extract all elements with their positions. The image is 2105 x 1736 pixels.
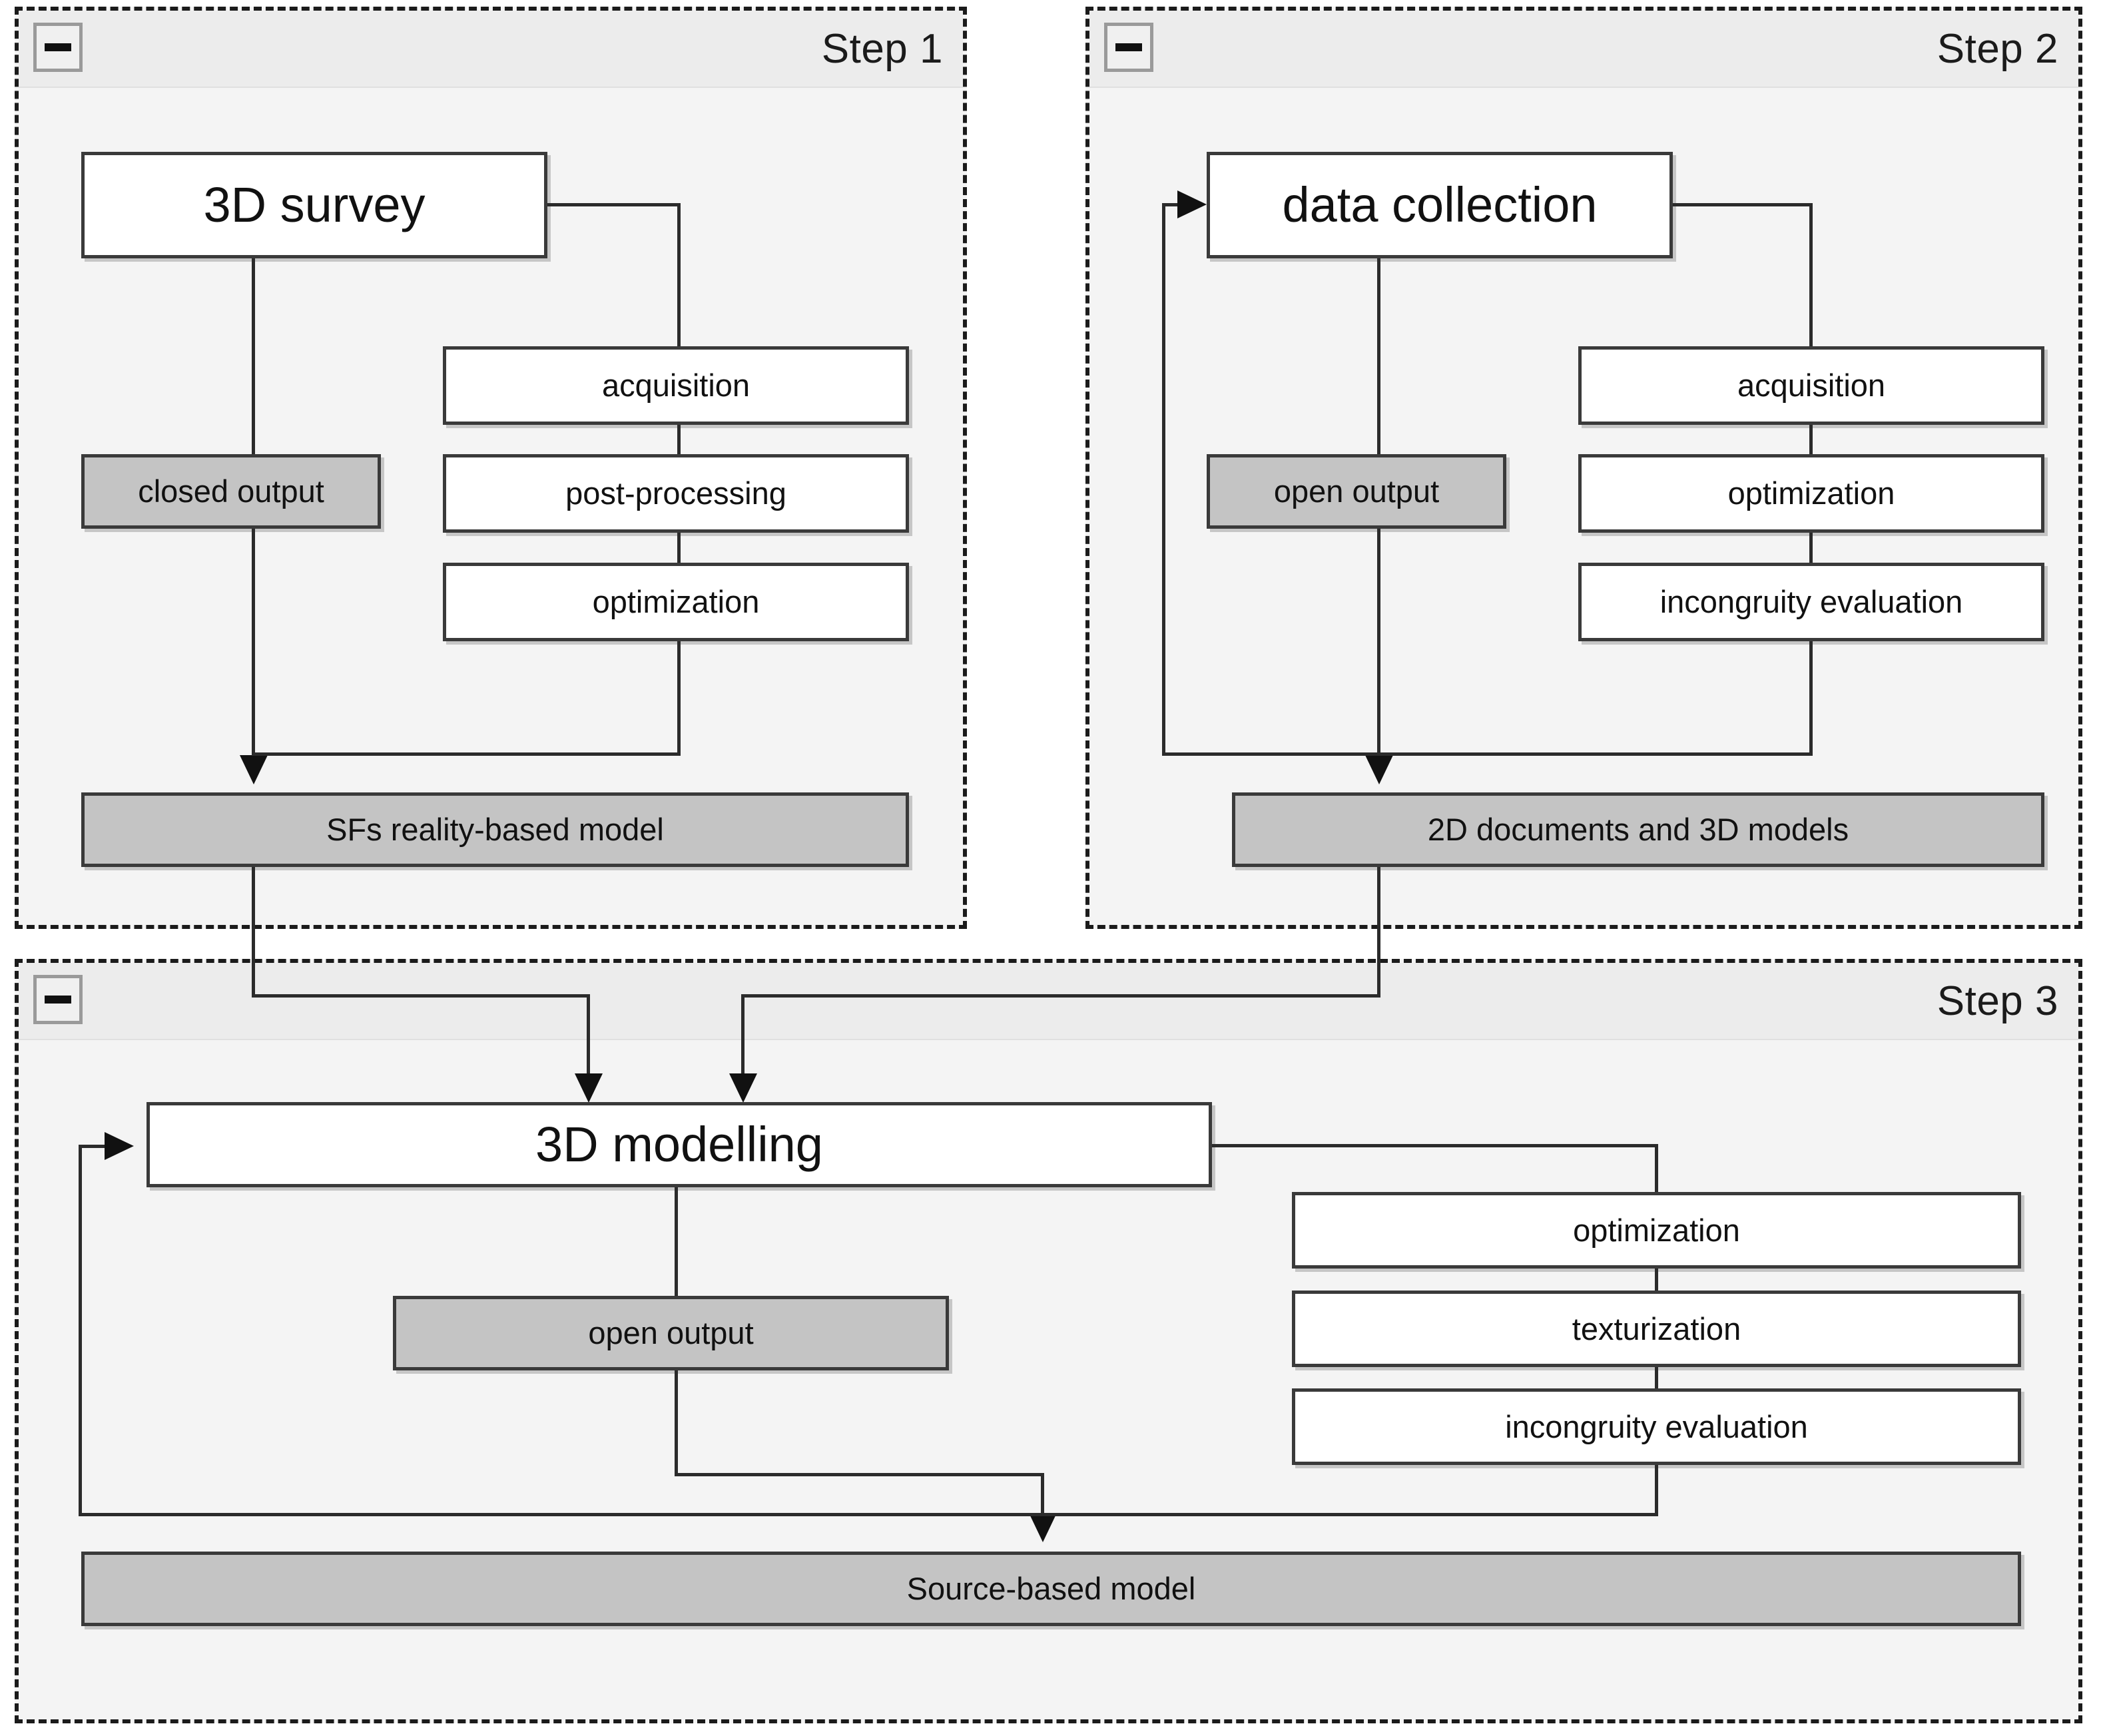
minimize-icon-step-3[interactable] bbox=[33, 975, 83, 1024]
node-s1-post-processing[interactable]: post-processing bbox=[443, 454, 909, 533]
connector-s3-feedback-in bbox=[79, 1145, 107, 1148]
connector-s3-out-down bbox=[1041, 1473, 1044, 1514]
connector-s2-trunk-a bbox=[1377, 258, 1380, 454]
panel-header-step-1 bbox=[19, 11, 963, 88]
minimize-bar bbox=[45, 996, 71, 1004]
connector-s3-feedback-v bbox=[79, 1147, 82, 1514]
node-s2-incongruity-evaluation[interactable]: incongruity evaluation bbox=[1578, 563, 2044, 641]
connector-s3-inc-down bbox=[1655, 1465, 1658, 1516]
connector-s1result-down bbox=[252, 867, 255, 997]
panel-header-step-2 bbox=[1089, 11, 2078, 88]
arrow-s2-feedback bbox=[1177, 190, 1207, 218]
node-s2-open-output[interactable]: open output bbox=[1207, 454, 1506, 529]
connector-s3-out-across bbox=[675, 1473, 1044, 1476]
connector-s2-opt-to-inc bbox=[1809, 533, 1813, 563]
node-closed-output[interactable]: closed output bbox=[81, 454, 381, 529]
node-s1-optimization[interactable]: optimization bbox=[443, 563, 909, 641]
connector-s3-trunk-a bbox=[675, 1187, 678, 1296]
node-s3-texturization[interactable]: texturization bbox=[1292, 1291, 2021, 1367]
connector-s1-right-down bbox=[677, 203, 681, 346]
node-s3-incongruity-evaluation[interactable]: incongruity evaluation bbox=[1292, 1388, 2021, 1465]
connector-s2-trunk-b bbox=[1377, 529, 1380, 755]
minimize-icon-step-2[interactable] bbox=[1104, 23, 1153, 72]
node-s1-acquisition[interactable]: acquisition bbox=[443, 346, 909, 425]
node-s3-optimization[interactable]: optimization bbox=[1292, 1192, 2021, 1269]
arrow-feed-left bbox=[575, 1073, 603, 1103]
connector-s2-acq-to-opt bbox=[1809, 425, 1813, 454]
connector-feed-left-down bbox=[587, 994, 590, 1075]
panel-title-step-1: Step 1 bbox=[821, 26, 943, 72]
arrow-feed-right bbox=[729, 1073, 757, 1103]
arrow-s3-feedback bbox=[105, 1132, 134, 1160]
panel-title-step-3: Step 3 bbox=[1937, 978, 2058, 1024]
minimize-bar bbox=[1115, 43, 1142, 51]
node-sfs-reality-based-model[interactable]: SFs reality-based model bbox=[81, 792, 909, 867]
connector-s3-trunk-b bbox=[675, 1370, 678, 1476]
node-s2-optimization[interactable]: optimization bbox=[1578, 454, 2044, 533]
connector-s1-trunk-b bbox=[252, 529, 255, 755]
connector-s2-feedback-in bbox=[1162, 203, 1182, 206]
connector-s2-right-down bbox=[1809, 203, 1813, 346]
minimize-bar bbox=[45, 43, 71, 51]
connector-s2result-across bbox=[741, 994, 1380, 998]
arrow-s2-to-result bbox=[1365, 755, 1393, 784]
connector-s2-feedback-v bbox=[1162, 205, 1165, 755]
connector-s2-inc-down bbox=[1809, 641, 1813, 755]
node-3d-modelling[interactable]: 3D modelling bbox=[147, 1102, 1212, 1187]
connector-s1-opt-down bbox=[677, 641, 681, 755]
arrow-s1-to-result bbox=[240, 755, 268, 784]
connector-s1-pp-to-opt bbox=[677, 533, 681, 563]
minimize-icon-step-1[interactable] bbox=[33, 23, 83, 72]
node-2d-documents-and-3d-models[interactable]: 2D documents and 3D models bbox=[1232, 792, 2044, 867]
connector-s3-right-down bbox=[1655, 1144, 1658, 1192]
connector-s1result-across bbox=[252, 994, 590, 998]
connector-s2result-down bbox=[1377, 867, 1380, 997]
connector-s2-top-right bbox=[1673, 203, 1813, 206]
arrow-s3-to-result bbox=[1029, 1513, 1057, 1542]
connector-s1-return bbox=[252, 752, 681, 756]
connector-s2-feedback-h bbox=[1162, 752, 1813, 756]
node-3d-survey[interactable]: 3D survey bbox=[81, 152, 547, 258]
panel-header-step-3 bbox=[19, 963, 2078, 1040]
node-data-collection[interactable]: data collection bbox=[1207, 152, 1673, 258]
connector-s1-top-right bbox=[547, 203, 681, 206]
panel-title-step-2: Step 2 bbox=[1937, 26, 2058, 72]
node-s3-open-output[interactable]: open output bbox=[393, 1296, 949, 1370]
node-s2-acquisition[interactable]: acquisition bbox=[1578, 346, 2044, 425]
connector-s3-opt-to-tex bbox=[1655, 1269, 1658, 1291]
connector-s3-right bbox=[1212, 1144, 1658, 1147]
node-source-based-model[interactable]: Source-based model bbox=[81, 1552, 2021, 1626]
connector-s3-tex-to-inc bbox=[1655, 1367, 1658, 1388]
connector-feed-right-down bbox=[741, 994, 745, 1075]
connector-s1-trunk-a bbox=[252, 258, 255, 454]
connector-s1-acq-to-pp bbox=[677, 425, 681, 454]
connector-s3-feedback-h bbox=[79, 1513, 1658, 1516]
